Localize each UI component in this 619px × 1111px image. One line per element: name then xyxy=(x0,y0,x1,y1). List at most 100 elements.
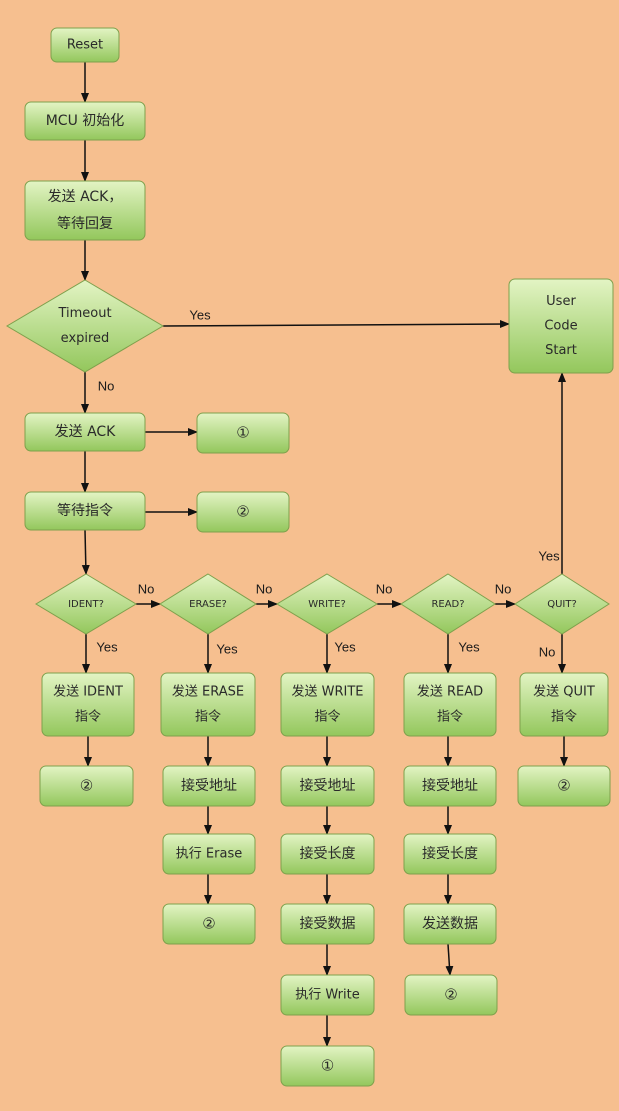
erase-exec-box xyxy=(162,833,256,875)
ident-yes-label: Yes xyxy=(96,639,118,654)
write-data-process: 接受数据 xyxy=(280,903,375,945)
timeout-diamond xyxy=(6,279,164,373)
read-addr-process: 接受地址 xyxy=(403,765,497,807)
erase-exec-process: 执行 Erase xyxy=(162,833,256,875)
mcu-init-process: MCU 初始化 xyxy=(24,101,146,141)
user-code-label-3: Start xyxy=(545,343,577,358)
send-read-process: 发送 READ 指令 xyxy=(403,672,497,737)
read-q-diamond xyxy=(400,573,496,635)
send-ack-wait-box xyxy=(24,180,146,241)
erase-q-label-1: ERASE? xyxy=(189,599,227,610)
arrow-9 xyxy=(81,529,90,575)
send-read-label-2: 指令 xyxy=(437,709,463,724)
user-code-label-2: Code xyxy=(544,319,577,334)
read-len-process: 接受长度 xyxy=(403,833,497,875)
quit-yes-label: Yes xyxy=(538,548,560,563)
user-code-box xyxy=(508,278,614,374)
erase-c2-label-1: ② xyxy=(202,915,215,933)
write-c1-process: ① xyxy=(280,1045,375,1087)
send-ack-process: 发送 ACK xyxy=(24,412,146,452)
send-read-label-1: 发送 READ xyxy=(417,684,483,700)
wait-cmd-process: 等待指令 xyxy=(24,491,146,531)
write-len-box xyxy=(280,833,375,875)
reset-label-1: Reset xyxy=(67,38,103,53)
erase-addr-process: 接受地址 xyxy=(162,765,256,807)
ident-no-label: No xyxy=(138,581,155,596)
send-ack-label-1: 发送 ACK xyxy=(55,424,117,440)
timeout-label-2: expired xyxy=(61,331,110,346)
write-exec-process: 执行 Write xyxy=(280,974,375,1016)
erase-c2-process: ② xyxy=(162,903,256,945)
edges-layer xyxy=(81,62,568,1047)
timeout-no-label: No xyxy=(98,378,115,393)
erase-no-label: No xyxy=(256,581,273,596)
read-q-label-1: READ? xyxy=(431,599,464,610)
write-c1-label-1: ① xyxy=(321,1057,334,1075)
timeout-decision: Timeout expired xyxy=(6,279,164,373)
write-q-diamond xyxy=(276,573,378,635)
circle1-a-label-1: ① xyxy=(236,424,249,442)
write-yes-label: Yes xyxy=(334,639,356,654)
erase-yes-label: Yes xyxy=(216,641,238,656)
read-q-decision: READ? xyxy=(400,573,496,635)
circle2-a-label-1: ② xyxy=(236,503,249,521)
send-quit-label-1: 发送 QUIT xyxy=(533,684,595,700)
erase-addr-label-1: 接受地址 xyxy=(181,777,237,794)
erase-exec-label-1: 执行 Erase xyxy=(176,847,242,862)
read-send-label-1: 发送数据 xyxy=(422,916,478,932)
wait-cmd-label-1: 等待指令 xyxy=(57,502,113,519)
ident-c2-process: ② xyxy=(39,765,134,807)
send-quit-process: 发送 QUIT 指令 xyxy=(519,672,609,737)
circle1-a-box xyxy=(196,412,290,454)
send-write-label-1: 发送 WRITE xyxy=(291,684,363,700)
quit-c2-label-1: ② xyxy=(557,777,570,795)
read-c2-label-1: ② xyxy=(444,986,457,1004)
quit-q-label-1: QUIT? xyxy=(547,599,577,610)
read-yes-label: Yes xyxy=(458,639,480,654)
send-erase-label-1: 发送 ERASE xyxy=(172,684,244,700)
ident-c2-box xyxy=(39,765,134,807)
quit-q-diamond xyxy=(514,573,610,635)
read-no-label: No xyxy=(495,581,512,596)
send-erase-box xyxy=(160,672,256,737)
write-addr-process: 接受地址 xyxy=(280,765,375,807)
mcu-init-box xyxy=(24,101,146,141)
circle1-a-process: ① xyxy=(196,412,290,454)
write-no-label: No xyxy=(376,581,393,596)
read-addr-label-1: 接受地址 xyxy=(422,777,478,794)
read-c2-box xyxy=(404,974,498,1016)
erase-addr-box xyxy=(162,765,256,807)
send-quit-label-2: 指令 xyxy=(551,709,577,724)
quit-c2-process: ② xyxy=(517,765,611,807)
reset-box xyxy=(50,27,120,63)
read-send-process: 发送数据 xyxy=(403,903,497,945)
quit-c2-box xyxy=(517,765,611,807)
arrow-4 xyxy=(162,320,510,329)
read-c2-process: ② xyxy=(404,974,498,1016)
circle2-a-box xyxy=(196,491,290,533)
send-write-box xyxy=(280,672,375,737)
timeout-yes-label: Yes xyxy=(189,307,211,322)
read-len-label-1: 接受长度 xyxy=(422,845,478,862)
write-exec-label-1: 执行 Write xyxy=(295,988,359,1003)
quit-q-decision: QUIT? xyxy=(514,573,610,635)
erase-q-decision: ERASE? xyxy=(159,573,257,635)
read-len-box xyxy=(403,833,497,875)
send-ack-wait-label-1: 发送 ACK， xyxy=(48,189,123,205)
write-addr-label-1: 接受地址 xyxy=(300,777,356,794)
ident-q-label-1: IDENT? xyxy=(68,599,104,610)
erase-q-diamond xyxy=(159,573,257,635)
mcu-init-label-1: MCU 初始化 xyxy=(46,112,125,129)
send-ident-box xyxy=(41,672,135,737)
ident-c2-label-1: ② xyxy=(80,777,93,795)
timeout-label-1: Timeout xyxy=(57,306,111,321)
send-ack-wait-label-2: 等待回复 xyxy=(57,215,113,232)
write-len-process: 接受长度 xyxy=(280,833,375,875)
send-ident-label-2: 指令 xyxy=(75,709,101,724)
